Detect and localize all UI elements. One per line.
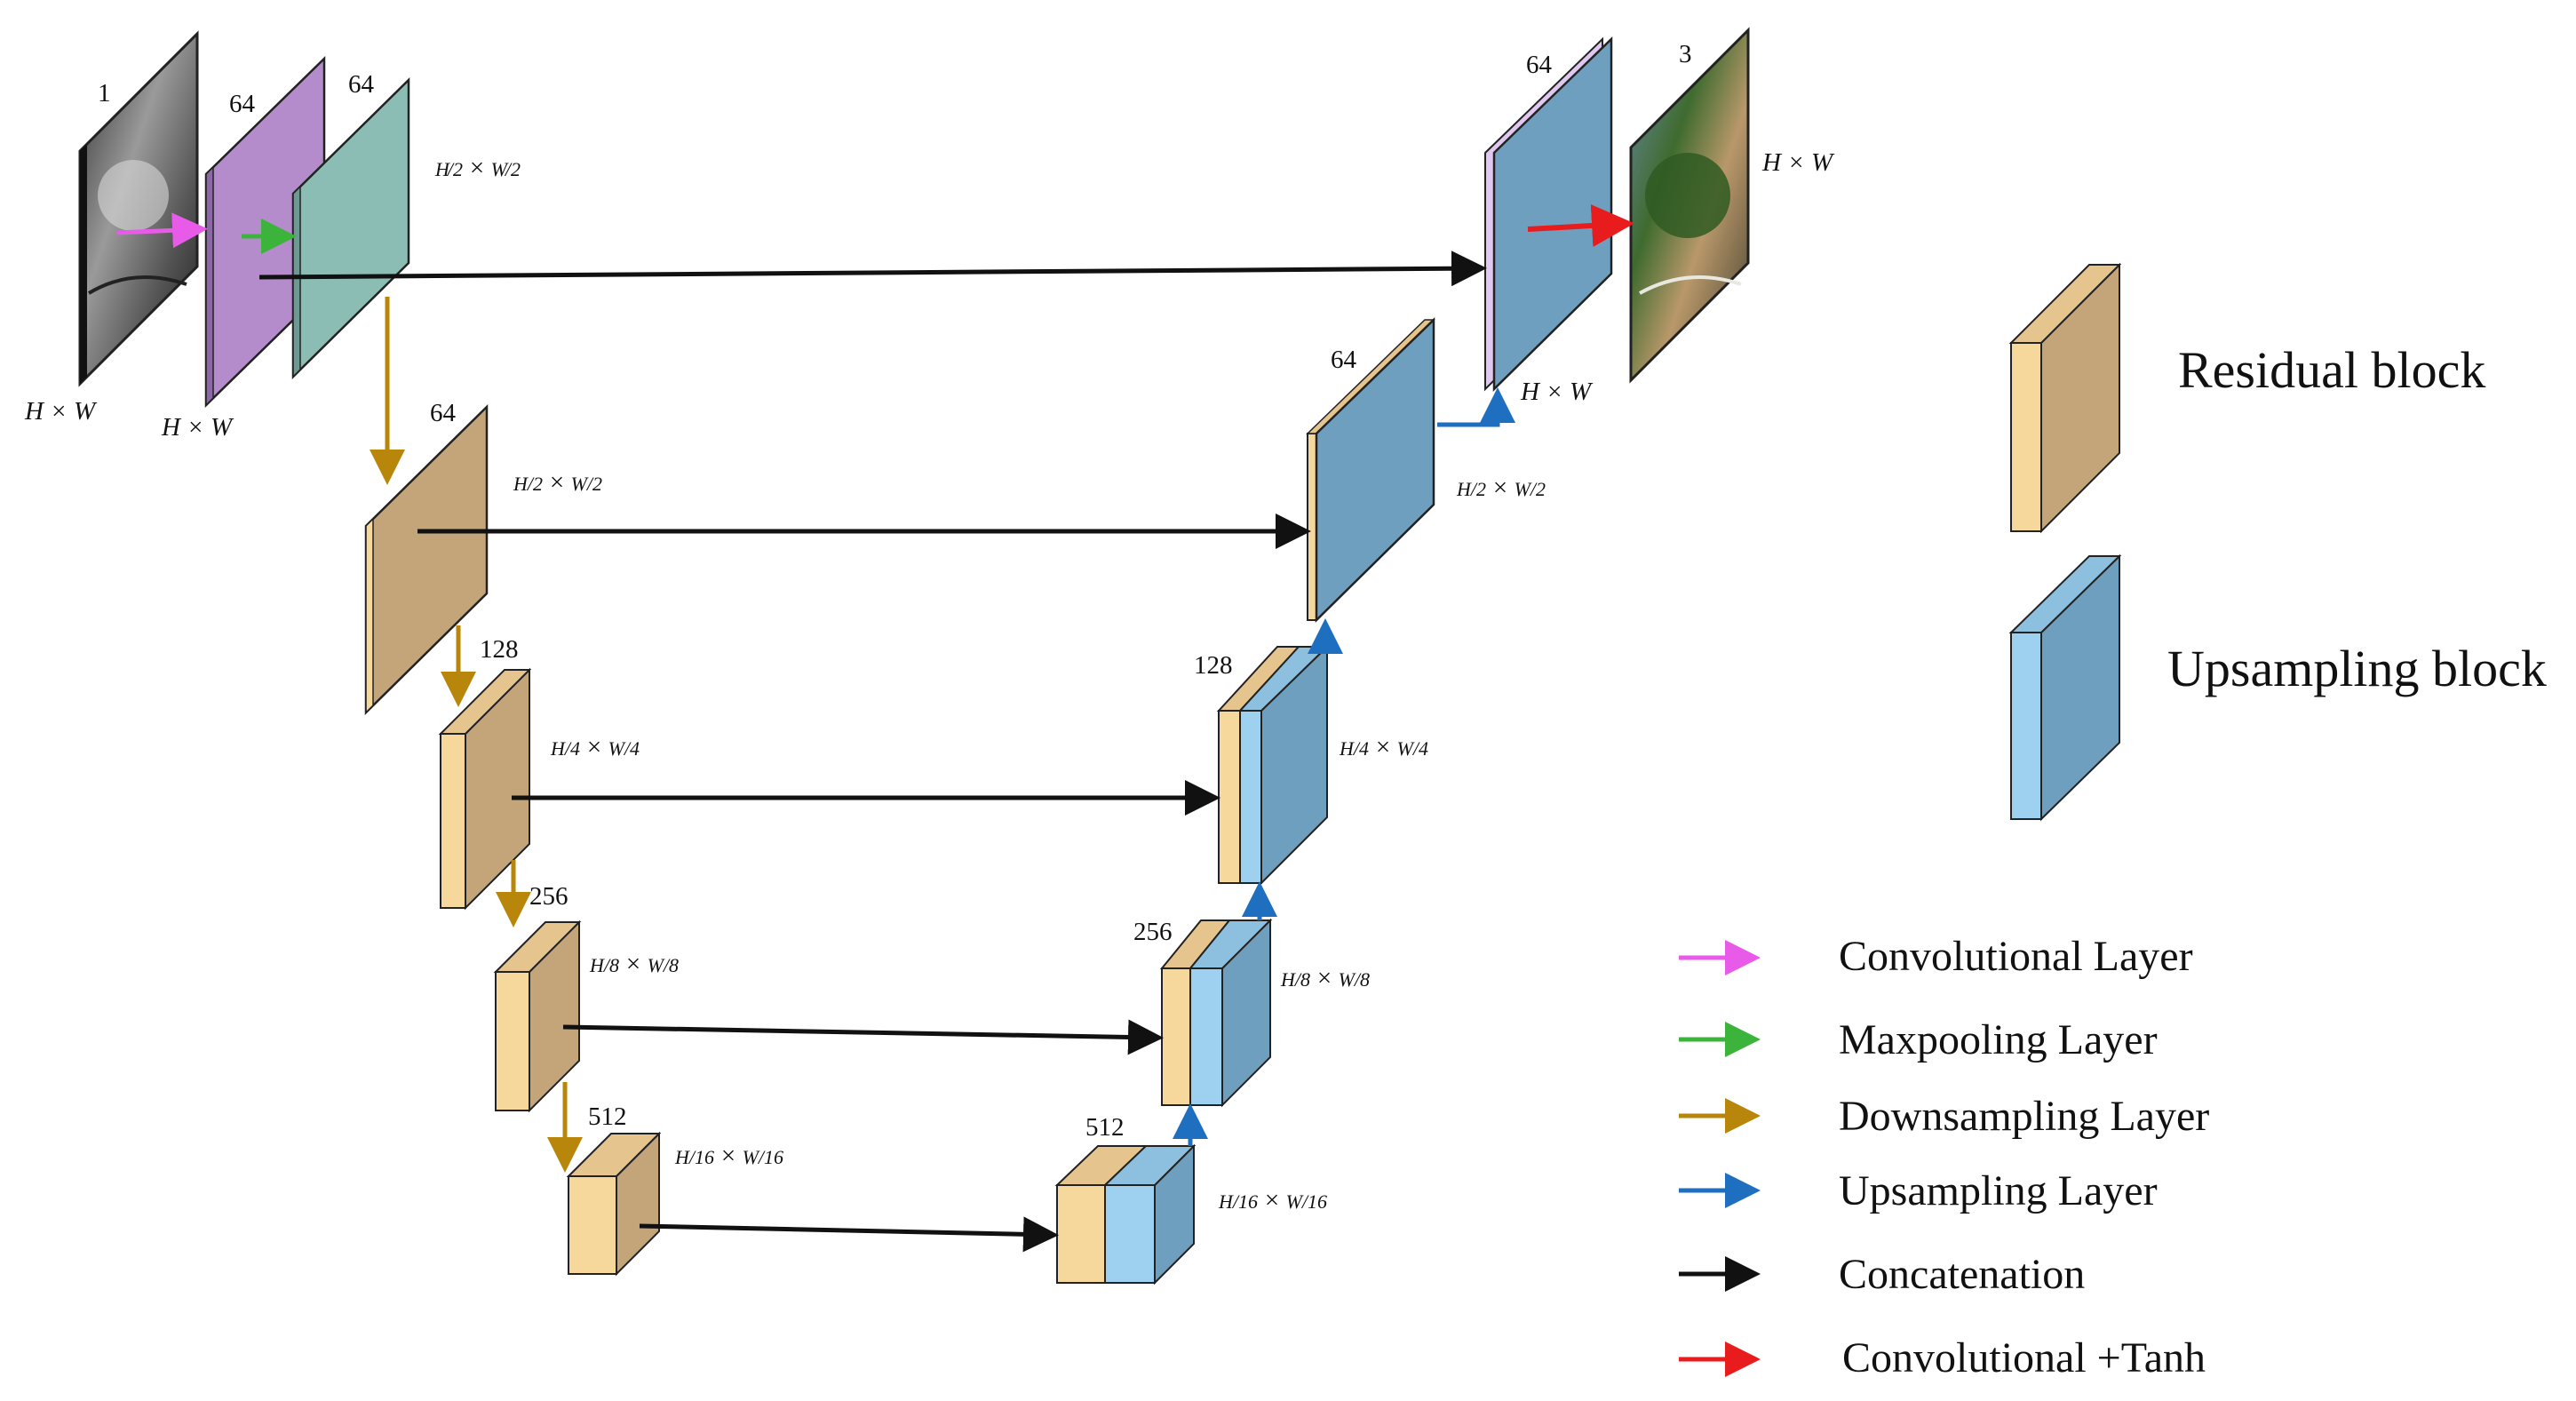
legend-item-upsampling: Upsampling Layer — [1679, 1167, 2158, 1214]
residual-3-channels: 256 — [529, 882, 568, 911]
upsampling-block-legend-label: Upsampling block — [2167, 640, 2547, 697]
legend-item-conv: Convolutional Layer — [1679, 933, 2193, 980]
input-dim: H × W — [24, 397, 98, 426]
svg-text:Downsampling Layer: Downsampling Layer — [1839, 1093, 2209, 1140]
final-channels: 64 — [1526, 51, 1553, 79]
upsampling-3-dim: H/8×W/8 — [1280, 964, 1370, 992]
conv-dim: H × W — [161, 413, 235, 442]
upsampling-2-channels: 128 — [1194, 651, 1233, 680]
output-channels: 3 — [1679, 40, 1692, 68]
svg-text:Upsampling Layer: Upsampling Layer — [1839, 1167, 2158, 1214]
pool-feature-map — [291, 77, 410, 379]
up-arrow-4 — [1437, 387, 1515, 427]
upsampling-4-dim: H/16×W/16 — [1218, 1186, 1327, 1214]
concat-arrow-1 — [258, 251, 1487, 287]
final-feature-map — [1484, 36, 1613, 392]
svg-text:Maxpooling Layer: Maxpooling Layer — [1839, 1016, 2158, 1063]
upsampling-block-4 — [1054, 1143, 1197, 1286]
residual-block-legend-swatch — [2008, 262, 2122, 534]
residual-2-channels: 128 — [480, 635, 519, 664]
input-channels: 1 — [98, 79, 111, 107]
legend-item-downsampling: Downsampling Layer — [1679, 1093, 2209, 1140]
upsampling-3-channels: 256 — [1133, 918, 1173, 946]
residual-block-legend-label: Residual block — [2178, 341, 2485, 399]
final-dim: H × W — [1520, 378, 1594, 406]
upsampling-1-channels: 64 — [1331, 346, 1357, 374]
concat-arrow-4 — [562, 1019, 1164, 1055]
residual-4-dim: H/16×W/16 — [674, 1142, 783, 1170]
conv-channels: 64 — [229, 90, 256, 118]
svg-text:Convolutional +Tanh: Convolutional +Tanh — [1842, 1334, 2206, 1381]
output-dim: H × W — [1761, 148, 1835, 177]
residual-block-2 — [438, 667, 532, 911]
residual-2-dim: H/4×W/4 — [550, 733, 640, 761]
pool-dim: H/2×W/2 — [434, 154, 521, 182]
residual-block-3 — [493, 919, 582, 1113]
svg-text:Convolutional Layer: Convolutional Layer — [1839, 933, 2193, 980]
legend-item-conv-tanh: Convolutional +Tanh — [1679, 1334, 2206, 1381]
upsampling-block-legend-swatch — [2008, 553, 2122, 822]
residual-1-dim: H/2×W/2 — [513, 468, 602, 497]
legend-item-concatenation: Concatenation — [1679, 1251, 2085, 1298]
legend-item-maxpool: Maxpooling Layer — [1679, 1016, 2158, 1063]
upsampling-1-dim: H/2×W/2 — [1456, 474, 1546, 502]
upsampling-block-3 — [1159, 918, 1273, 1108]
residual-1-channels: 64 — [430, 399, 457, 427]
conv-arrow — [116, 212, 208, 249]
upsampling-2-dim: H/4×W/4 — [1339, 733, 1428, 761]
input-image — [78, 30, 199, 387]
residual-block-1 — [364, 404, 489, 715]
tanh-arrow — [1527, 204, 1634, 247]
svg-text:Concatenation: Concatenation — [1839, 1251, 2085, 1298]
residual-block-4 — [566, 1131, 662, 1277]
concat-arrow-5 — [639, 1216, 1059, 1253]
output-image — [1629, 27, 1750, 384]
upsampling-block-2 — [1216, 644, 1330, 886]
residual-3-dim: H/8×W/8 — [589, 950, 679, 978]
upsampling-4-channels: 512 — [1085, 1113, 1125, 1142]
pool-channels: 64 — [348, 70, 375, 99]
residual-4-channels: 512 — [588, 1102, 627, 1131]
upsampling-block-1 — [1306, 317, 1435, 623]
